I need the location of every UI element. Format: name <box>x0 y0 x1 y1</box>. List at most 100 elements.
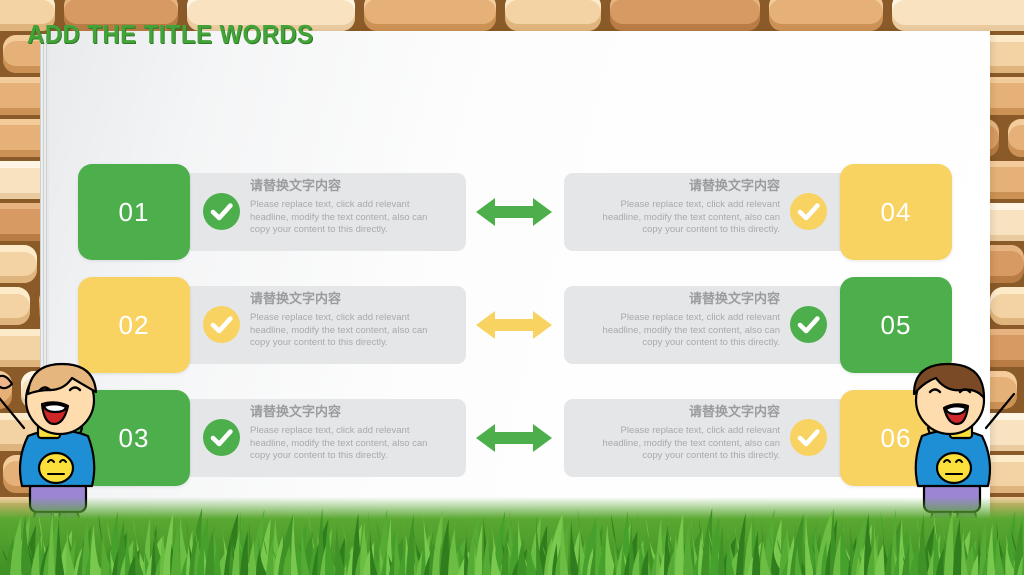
card-body: Please replace text, click add relevant … <box>602 425 780 461</box>
grass-blade <box>683 521 695 575</box>
double-arrow-icon <box>476 307 552 343</box>
grass-blade <box>535 514 544 575</box>
grass-blade <box>760 540 772 575</box>
grass-blade <box>517 538 529 575</box>
content-row: 03 请替换文字内容 Please replace text, click ad… <box>0 390 1024 486</box>
grass-blade <box>560 510 569 575</box>
grass-blade <box>605 524 618 575</box>
grass-blade <box>47 510 55 575</box>
page-title: ADD THE TITLE WORDS <box>27 19 314 49</box>
double-arrow-glyph <box>476 311 552 339</box>
grass-blade <box>9 516 22 575</box>
brick <box>610 0 760 31</box>
brick <box>892 0 1024 31</box>
number-badge-02[interactable]: 02 <box>78 277 190 373</box>
number-label: 02 <box>118 309 150 340</box>
check-circle-icon <box>203 419 240 456</box>
check-circle-glyph <box>203 306 240 343</box>
brick <box>0 287 30 325</box>
grass-blade <box>839 517 852 575</box>
grass-blade <box>248 540 258 575</box>
grass-blade <box>789 514 804 575</box>
card-heading: 请替换文字内容 <box>688 179 780 194</box>
number-label: 06 <box>880 422 912 453</box>
grass-blade <box>370 531 378 575</box>
grass-blade <box>525 547 538 575</box>
grass-blade <box>179 510 193 575</box>
grass-blade <box>135 538 144 575</box>
card-text: 请替换文字内容 Please replace text, click add r… <box>588 177 780 237</box>
card-text: 请替换文字内容 Please replace text, click add r… <box>250 290 442 350</box>
grass-blade <box>581 517 596 575</box>
number-label: 04 <box>880 196 912 227</box>
brick <box>187 0 355 31</box>
card-heading: 请替换文字内容 <box>688 292 780 307</box>
grass-blade <box>228 544 238 575</box>
grass-blade <box>21 514 34 575</box>
grass-blade <box>770 549 783 575</box>
grass-blade <box>725 535 735 575</box>
info-card-02[interactable]: 02 请替换文字内容 Please replace text, click ad… <box>78 277 466 373</box>
double-arrow-icon <box>476 420 552 456</box>
grass-blade <box>570 519 581 575</box>
grass-blade <box>325 517 336 575</box>
grass-blade <box>883 531 894 575</box>
grass-strip <box>0 497 1024 575</box>
number-badge-03[interactable]: 03 <box>78 390 190 486</box>
grass-blade <box>736 513 746 575</box>
info-card-04[interactable]: 04 请替换文字内容 Please replace text, click ad… <box>564 164 952 260</box>
grass-blade <box>473 535 493 575</box>
grass-blade <box>814 521 826 575</box>
grass-blade <box>898 518 908 575</box>
card-body: Please replace text, click add relevant … <box>250 312 428 348</box>
brick <box>505 0 601 31</box>
grass-blade <box>256 549 268 575</box>
grass-blade <box>482 533 492 575</box>
grass-blade <box>874 522 882 575</box>
info-card-03[interactable]: 03 请替换文字内容 Please replace text, click ad… <box>78 390 466 486</box>
grass-blade <box>629 520 637 575</box>
grass-blade <box>979 515 987 575</box>
card-heading: 请替换文字内容 <box>250 179 342 194</box>
grass-blade <box>829 508 840 575</box>
brick <box>990 287 1024 325</box>
grass-blade <box>367 511 383 575</box>
grass-blade <box>66 528 77 575</box>
grass-blade <box>944 510 956 575</box>
check-circle-icon <box>790 193 827 230</box>
grass-blade <box>38 523 46 575</box>
grass-blade <box>995 533 1006 575</box>
grass-blade <box>153 514 168 575</box>
info-card-05[interactable]: 05 请替换文字内容 Please replace text, click ad… <box>564 277 952 373</box>
grass-blade <box>918 514 928 575</box>
grass-blade <box>675 512 685 575</box>
grass-blade <box>960 528 968 575</box>
grass-blade <box>301 521 310 575</box>
brick <box>364 0 496 31</box>
grass-blade <box>144 547 156 575</box>
grass-blade <box>509 529 520 575</box>
card-text: 请替换文字内容 Please replace text, click add r… <box>250 403 442 463</box>
grass-blade <box>463 537 471 575</box>
grass-blade <box>394 527 403 575</box>
card-body: Please replace text, click add relevant … <box>250 425 428 461</box>
card-heading: 请替换文字内容 <box>250 405 342 420</box>
number-badge-05[interactable]: 05 <box>840 277 952 373</box>
grass-blade <box>55 519 65 575</box>
content-row: 01 请替换文字内容 Please replace text, click ad… <box>0 164 1024 260</box>
number-badge-01[interactable]: 01 <box>78 164 190 260</box>
check-circle-icon <box>790 419 827 456</box>
brick <box>1008 119 1024 157</box>
grass-blade <box>594 515 606 575</box>
grass-blade <box>386 518 394 575</box>
info-card-01[interactable]: 01 请替换文字内容 Please replace text, click ad… <box>78 164 466 260</box>
grass-blade <box>109 542 119 575</box>
grass-blade <box>987 524 996 575</box>
grass-blade <box>213 535 221 575</box>
number-badge-04[interactable]: 04 <box>840 164 952 260</box>
grass-blade <box>640 549 648 575</box>
grass-blade <box>239 531 249 575</box>
grass-blade <box>795 545 802 575</box>
